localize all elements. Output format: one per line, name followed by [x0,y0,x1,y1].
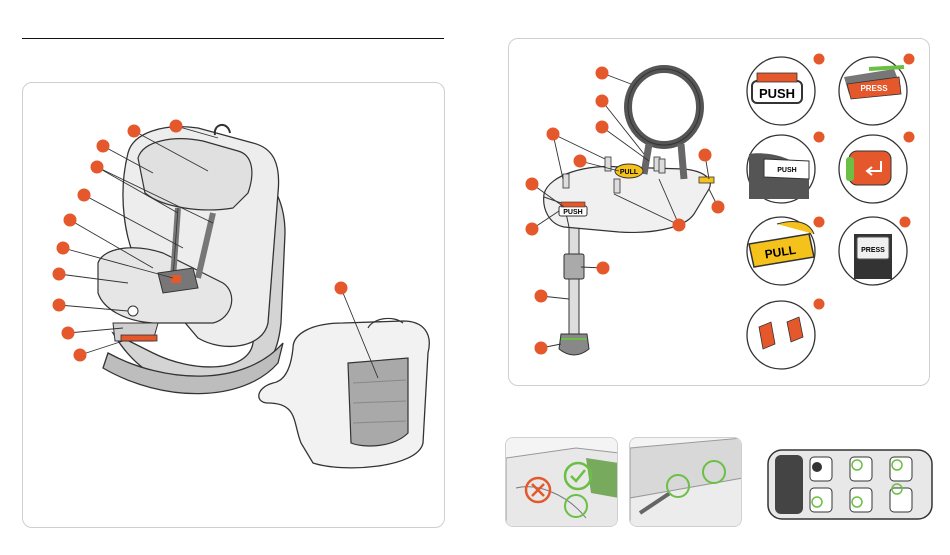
detail-press-label-1: PRESS [860,84,888,93]
car-seat-panel [22,82,445,528]
seat-position-thumbnail-2 [629,437,742,527]
base-panel: PULL PUSH [508,38,930,386]
vehicle-seat-illustration-2 [630,438,742,527]
vehicle-top-illustration [765,447,935,522]
detail-press-label-2: PRESS [861,247,885,254]
vehicle-seat-illustration-1 [506,438,618,527]
base-illustration: PULL PUSH [509,39,931,387]
base-pull-label: PULL [620,169,639,176]
seat-position-thumbnail-1 [505,437,618,527]
detail-push-label-1: PUSH [759,86,795,101]
vehicle-top-view [765,447,935,522]
base-push-label: PUSH [563,209,582,216]
detail-push-label-2: PUSH [777,167,796,174]
car-seat-illustration [23,83,446,529]
top-rule [22,38,444,39]
